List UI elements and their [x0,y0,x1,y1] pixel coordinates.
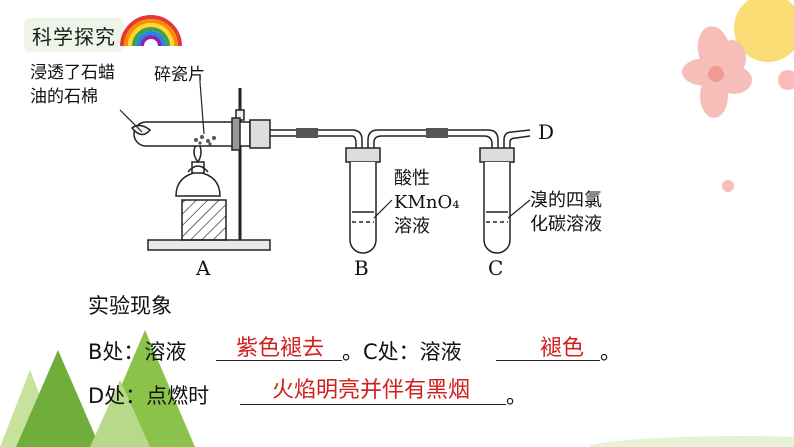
tree-decoration [0,330,195,447]
page-title: 科学探究 [32,24,116,49]
wood-block [181,199,227,241]
label-c: C [488,256,504,280]
label-outlet-d: D [538,120,555,144]
label-bromine-line2: 化碳溶液 [530,214,602,235]
tube-c [479,147,515,254]
tube-a [130,117,271,151]
tube-b [345,147,381,254]
label-kmno4-line3: 溶液 [394,216,430,237]
row-b-answer: 紫色褪去 [236,336,325,361]
delivery-tube [270,128,531,155]
porcelain-pieces [194,135,216,146]
observation-heading: 实验现象 [88,294,172,318]
row-d-end: 。 [506,384,527,408]
row-c-prefix: 。C处：溶液 [342,340,462,364]
row-c-answer: 褪色 [540,336,585,361]
label-kmno4-line2: KMnO₄ [394,192,460,213]
row-b-blank [216,360,342,361]
rainbow-icon [120,15,182,47]
label-kmno4-line1: 酸性 [394,168,430,189]
label-b: B [354,256,369,280]
row-d-answer: 火焰明亮并伴有黑烟 [272,378,471,403]
label-bromine-line1: 溴的四氯 [530,190,602,211]
row-d-blank [240,404,506,405]
row-c-blank [496,360,600,361]
flower-decoration [682,0,794,118]
alcohol-lamp [175,140,221,197]
label-asbestos-line2: 油的石棉 [30,87,98,107]
label-porcelain: 碎瓷片 [154,65,205,85]
label-asbestos-line1: 浸透了石蜡 [30,63,115,83]
ground-decoration [590,436,794,447]
label-a: A [196,256,211,280]
row-b-prefix: B处：溶液 [88,340,187,364]
dot-decoration [722,180,734,192]
title-box: 科学探究 [24,18,124,52]
row-c-end: 。 [600,340,621,364]
row-d-prefix: D处：点燃时 [88,384,210,408]
